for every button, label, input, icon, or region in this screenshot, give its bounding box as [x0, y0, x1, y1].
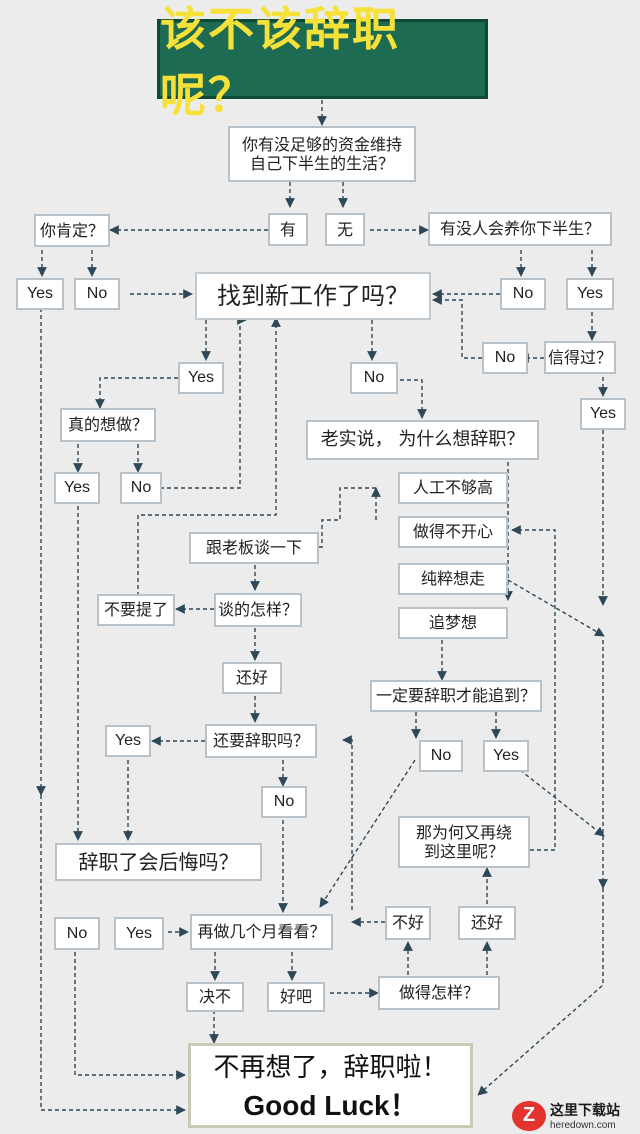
question-still-quit: 还要辞职吗？	[205, 724, 317, 758]
final-result: 不再想了，辞职啦！ Good Luck！	[188, 1043, 473, 1128]
answer-fine: 还好	[458, 906, 516, 940]
reason-purely-leave: 纯粹想走	[398, 563, 508, 595]
answer-yes-still: Yes	[105, 725, 151, 757]
talk-to-boss: 跟老板谈一下	[189, 532, 319, 564]
question-regret: 辞职了会后悔吗？	[55, 843, 262, 881]
question-how-did: 做得怎样？	[378, 976, 500, 1010]
question-support: 有没人会养你下半生？	[428, 212, 612, 246]
answer-no-dream: No	[419, 740, 463, 772]
answer-bad: 不好	[385, 906, 431, 940]
answer-decided-no: 决不	[186, 982, 244, 1012]
question-funds: 你有没足够的资金维持 自己下半生的生活？	[228, 126, 416, 182]
answer-yes-regret: Yes	[114, 917, 164, 950]
answer-yes-sure: Yes	[16, 278, 64, 310]
question-dream-needs-quit: 一定要辞职才能追到？	[370, 680, 542, 712]
answer-yes-really: Yes	[54, 472, 100, 504]
answer-none: 无	[325, 213, 365, 246]
question-why-back-line1: 那为何又再绕	[415, 822, 512, 842]
question-why-back-line2: 到这里呢？	[423, 842, 504, 861]
answer-ok-fine: 好吧	[267, 982, 325, 1012]
answer-yes-support: Yes	[566, 278, 614, 310]
question-why-quit: 老实说， 为什么想辞职？	[306, 420, 539, 460]
try-few-months: 再做几个月看看？	[190, 914, 333, 950]
question-sure: 你肯定？	[34, 214, 110, 247]
answer-no-really: No	[120, 472, 162, 504]
reason-salary: 人工不够高	[398, 472, 508, 504]
question-really-want: 真的想做？	[60, 408, 156, 442]
reason-dream: 追梦想	[398, 607, 508, 639]
final-line2: Good Luck！	[243, 1090, 418, 1121]
watermark: Z 这里下载站 heredown.com	[512, 1100, 620, 1131]
answer-no-trust: No	[482, 342, 528, 374]
answer-have: 有	[268, 213, 308, 246]
site-logo-icon: Z	[512, 1100, 546, 1131]
question-trust: 信得过？	[544, 341, 616, 374]
question-funds-line1: 你有没足够的资金维持	[241, 134, 402, 154]
answer-no-still: No	[261, 786, 307, 818]
answer-yes-trust: Yes	[580, 398, 626, 430]
question-funds-line2: 自己下半生的生活？	[249, 154, 394, 173]
final-line1: 不再想了，辞职啦！	[213, 1053, 448, 1083]
answer-yes-dream: Yes	[483, 740, 529, 772]
watermark-url: heredown.com	[550, 1120, 616, 1131]
answer-no-regret: No	[54, 917, 100, 950]
answer-no-new-job: No	[350, 362, 398, 394]
answer-no-support: No	[500, 278, 546, 310]
dont-mention: 不要提了	[97, 594, 175, 626]
answer-ok-talk: 还好	[222, 662, 282, 694]
question-how-talk: 谈的怎样？	[214, 593, 302, 627]
question-why-back: 那为何又再绕 到这里呢？	[398, 816, 530, 868]
question-new-job: 找到新工作了吗？	[195, 272, 431, 320]
diagram-title: 该不该辞职呢？	[157, 2, 488, 122]
reason-unhappy: 做得不开心	[398, 516, 508, 548]
answer-no-sure: No	[74, 278, 120, 310]
answer-yes-new-job: Yes	[178, 362, 224, 394]
watermark-name: 这里下载站	[550, 1103, 620, 1119]
